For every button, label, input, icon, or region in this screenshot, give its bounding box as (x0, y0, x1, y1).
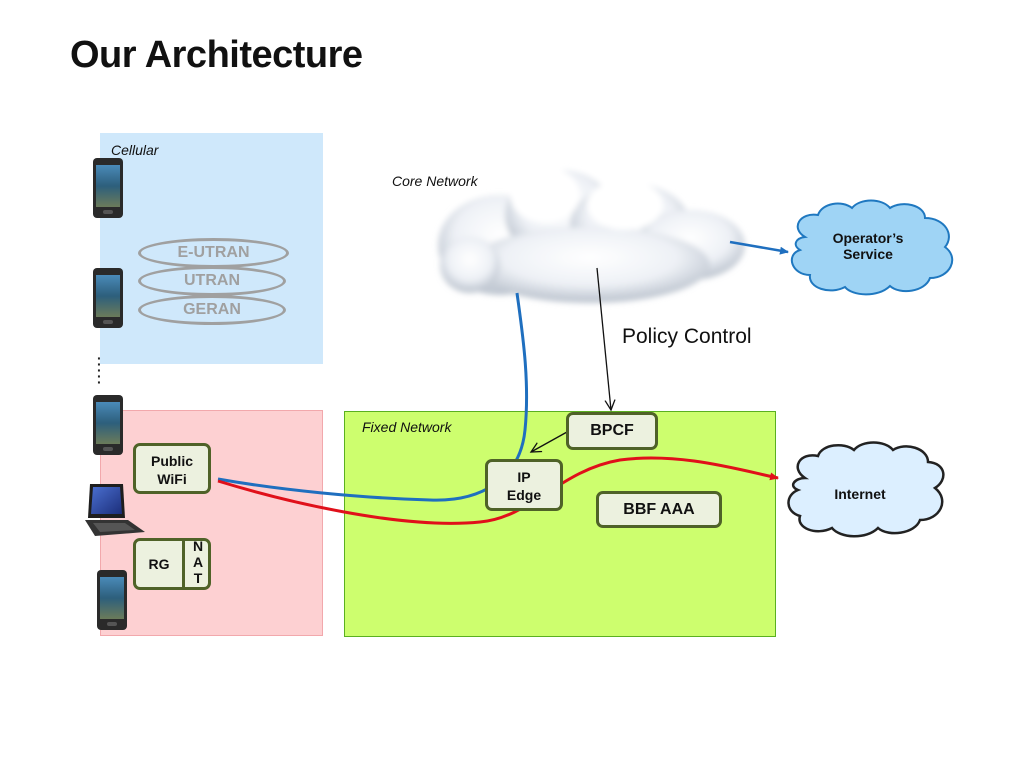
smartphone-icon-1 (93, 158, 123, 218)
laptop-icon (85, 484, 145, 536)
ip-edge-node: IP Edge (485, 459, 563, 511)
smartphone-icon-4 (97, 570, 127, 630)
bbf-aaa-node: BBF AAA (596, 491, 722, 528)
fixed-network-label: Fixed Network (362, 419, 452, 435)
cellular-label: Cellular (111, 142, 159, 158)
core-network-label: Core Network (392, 173, 478, 189)
internet-label: Internet (834, 486, 886, 502)
nat-node: N A T (182, 538, 211, 590)
operator-service-label: Operator’s Service (832, 230, 904, 262)
internet-cloud (787, 441, 945, 538)
ellipsis-dots: ····· (97, 350, 102, 390)
smartphone-icon-2 (93, 268, 123, 328)
geran-oval: GERAN (138, 295, 286, 325)
page-title: Our Architecture (70, 34, 363, 76)
operator-service-cloud (790, 199, 954, 296)
rg-node: RG N A T (133, 538, 211, 590)
public-wifi-node: Public WiFi (133, 443, 211, 494)
rg-label: RG (148, 556, 170, 572)
core-network-cloud (438, 167, 745, 303)
bpcf-node: BPCF (566, 412, 658, 450)
smartphone-icon-3 (93, 395, 123, 455)
policy-control-label: Policy Control (622, 325, 752, 348)
